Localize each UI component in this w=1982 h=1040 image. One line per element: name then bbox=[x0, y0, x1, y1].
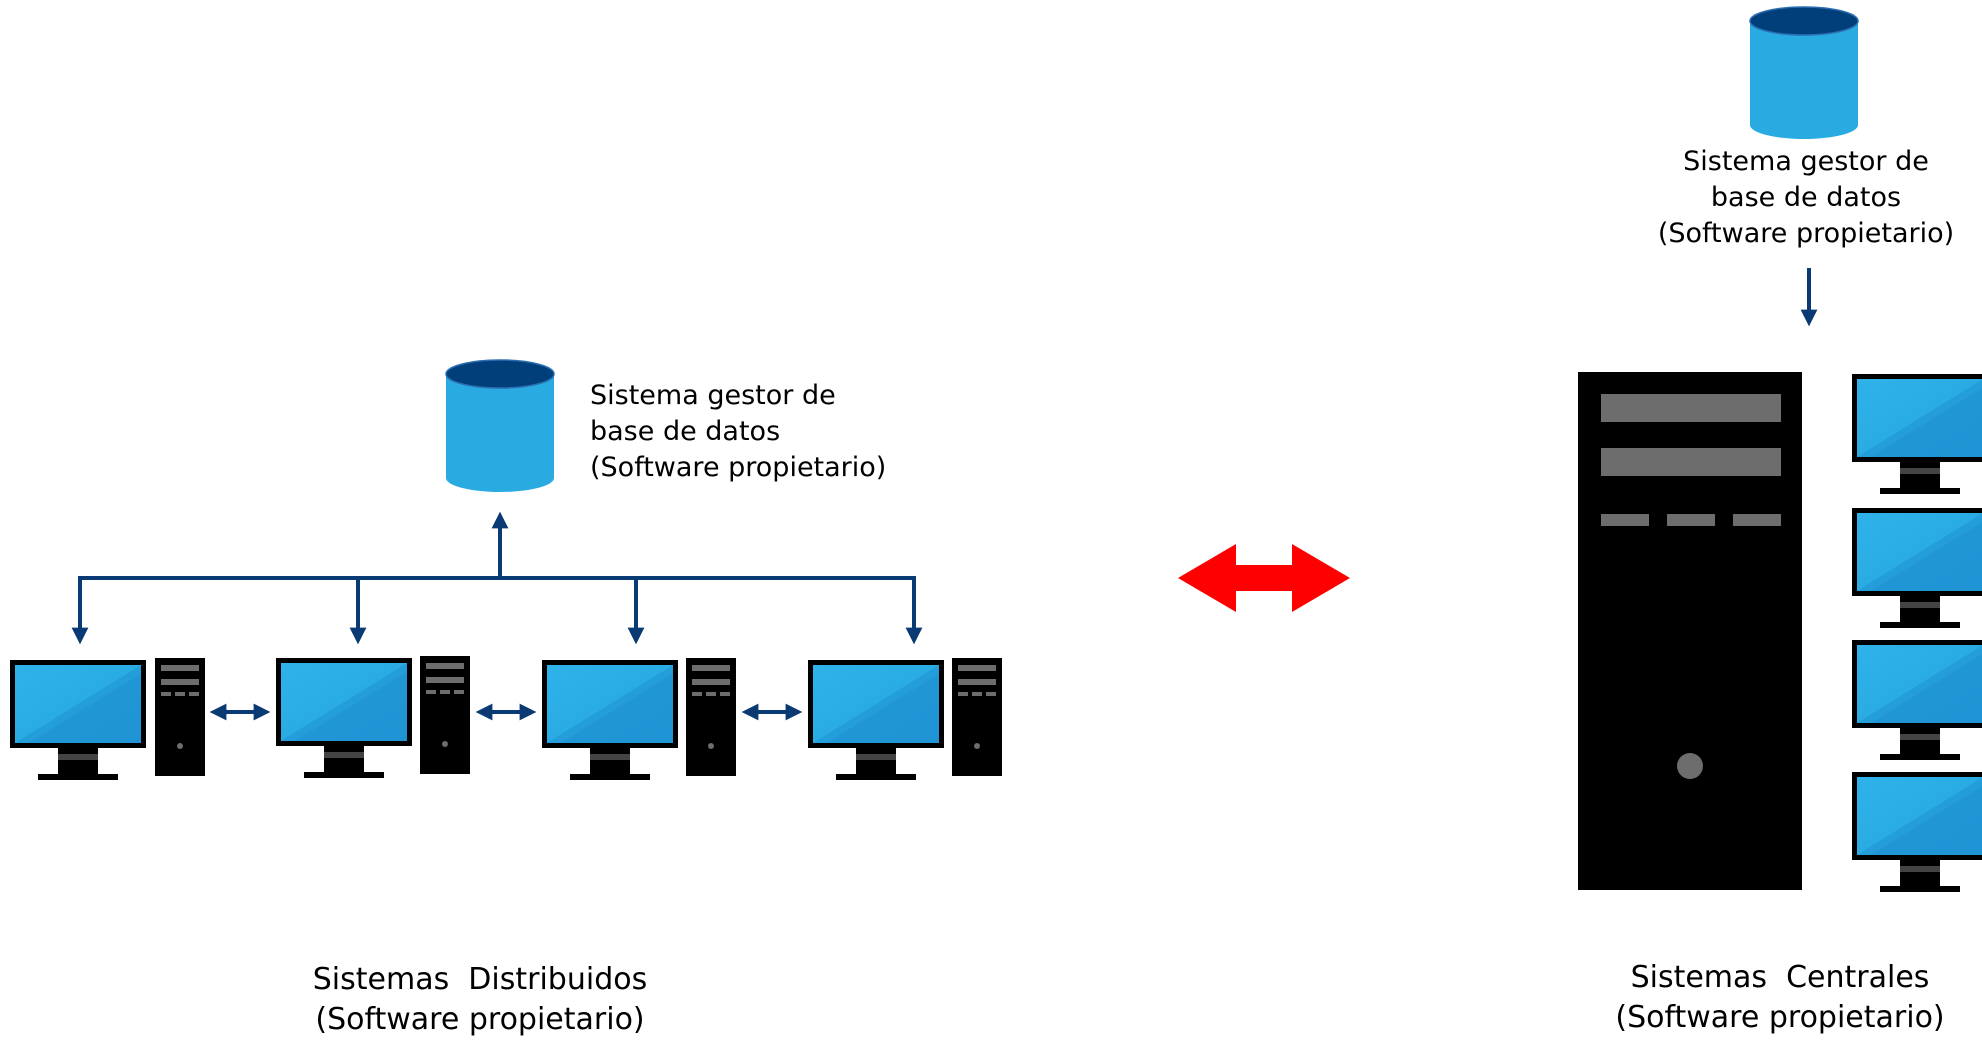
central-db-label-line-3: (Software propietario) bbox=[1657, 218, 1955, 249]
distributed-system bbox=[10, 359, 1002, 780]
workstation-2 bbox=[276, 656, 470, 778]
terminal-monitor-icon-3 bbox=[1852, 640, 1982, 760]
mainframe-server-icon bbox=[1578, 372, 1802, 890]
workstation-1 bbox=[10, 658, 205, 780]
distributed-db-label-line-3: (Software propietario) bbox=[590, 452, 887, 483]
tower-pc-icon bbox=[686, 658, 736, 776]
distributed-systems-caption: Sistemas Distribuidos (Software propieta… bbox=[280, 960, 680, 1040]
distributed-caption-line-2: (Software propietario) bbox=[315, 1002, 645, 1037]
distributed-db-label-line-1: Sistema gestor de bbox=[590, 380, 836, 411]
distributed-bus-connectors bbox=[71, 511, 923, 645]
monitor-icon bbox=[276, 658, 412, 778]
tower-pc-icon bbox=[952, 658, 1002, 776]
terminal-monitor-icon-1 bbox=[1852, 374, 1982, 494]
central-db-label-line-1: Sistema gestor de bbox=[1683, 146, 1929, 177]
distributed-database-icon bbox=[445, 359, 555, 493]
workstation-3 bbox=[542, 658, 736, 780]
central-caption-line-1: Sistemas Centrales bbox=[1630, 960, 1930, 995]
tower-pc-icon bbox=[155, 658, 205, 776]
workstation-4 bbox=[808, 658, 1002, 780]
central-caption-line-2: (Software propietario) bbox=[1615, 1000, 1945, 1035]
terminal-monitor-icon-4 bbox=[1852, 772, 1982, 892]
monitor-icon bbox=[808, 660, 944, 780]
tower-pc-icon bbox=[420, 656, 470, 774]
comparison-double-arrow bbox=[1178, 544, 1350, 612]
terminal-monitor-icon-2 bbox=[1852, 508, 1982, 628]
central-systems-caption: Sistemas Centrales (Software propietario… bbox=[1580, 958, 1980, 1038]
central-db-label-line-2: base de datos bbox=[1710, 182, 1902, 213]
distributed-caption-line-1: Sistemas Distribuidos bbox=[312, 962, 648, 997]
distributed-db-label-line-2: base de datos bbox=[590, 416, 781, 447]
central-db-label: Sistema gestor de base de datos (Softwar… bbox=[1656, 144, 1956, 252]
distributed-db-label: Sistema gestor de base de datos (Softwar… bbox=[590, 378, 886, 486]
central-system bbox=[1578, 6, 1982, 892]
monitor-icon bbox=[542, 660, 678, 780]
monitor-icon bbox=[10, 660, 146, 780]
central-database-icon bbox=[1749, 6, 1859, 140]
